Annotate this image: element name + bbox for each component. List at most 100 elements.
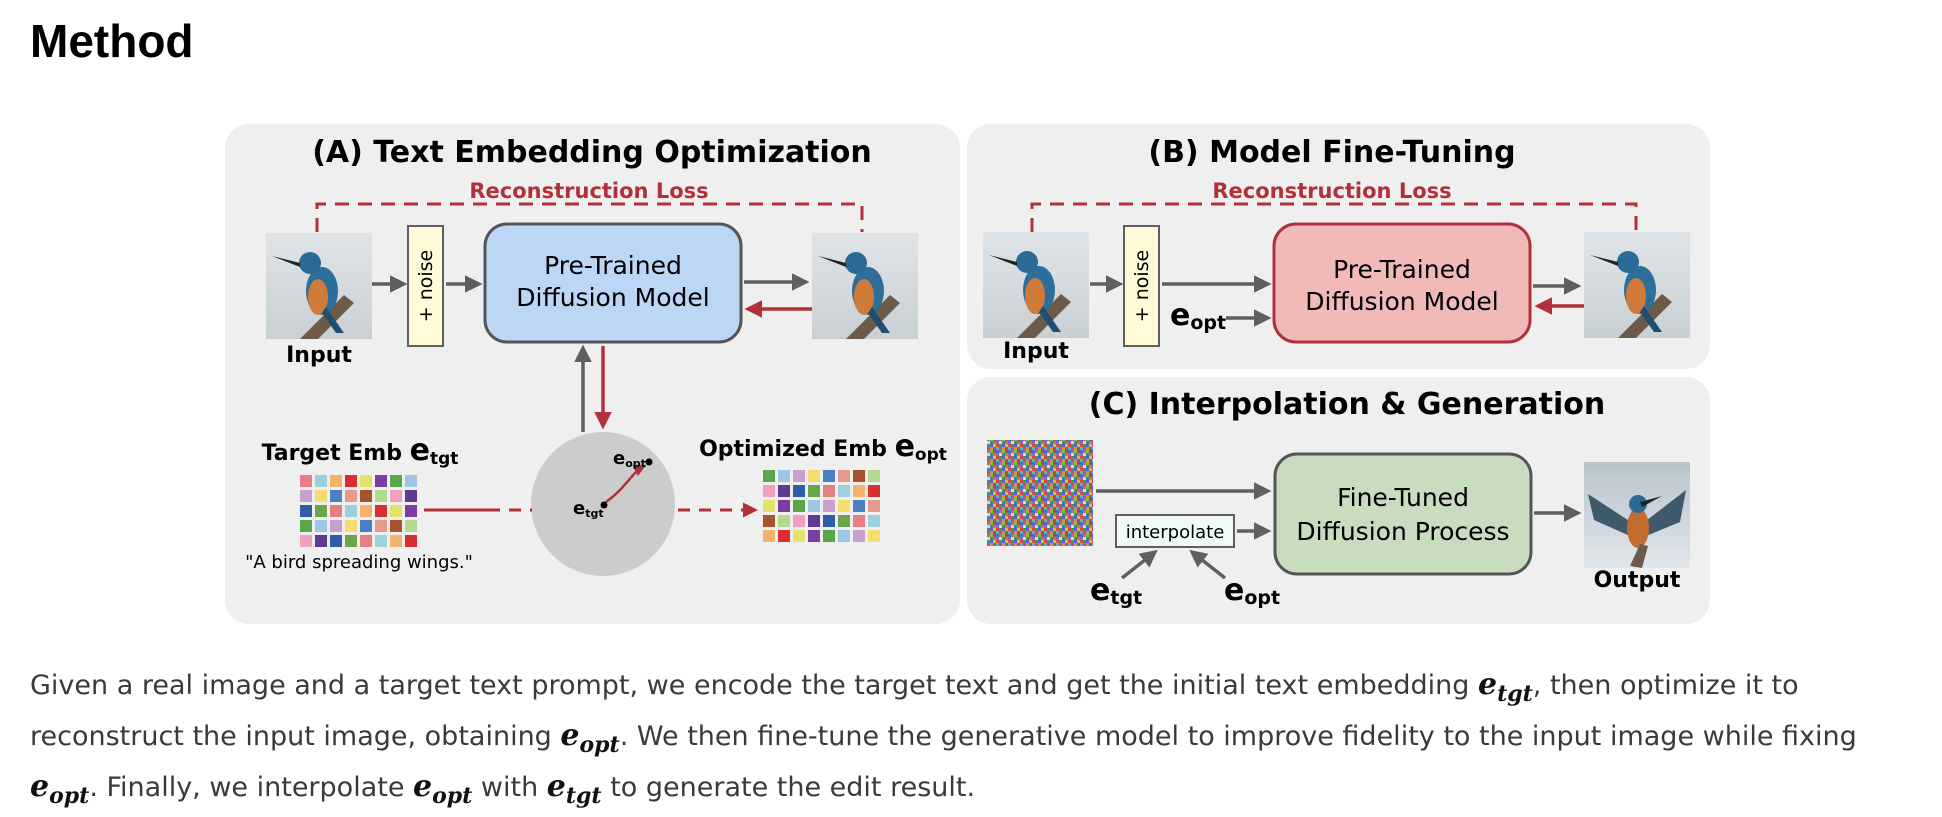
embedding-cell bbox=[330, 505, 342, 517]
embedding-cell bbox=[405, 490, 417, 502]
embedding-cell bbox=[375, 475, 387, 487]
embedding-cell bbox=[763, 470, 775, 482]
embedding-cell bbox=[360, 505, 372, 517]
panel-c-noise-image bbox=[987, 440, 1093, 546]
embedding-cell bbox=[405, 505, 417, 517]
caption-text-6: to generate the edit result. bbox=[601, 772, 976, 803]
embedding-cell bbox=[808, 500, 820, 512]
embedding-cell bbox=[330, 490, 342, 502]
embedding-cell bbox=[390, 535, 402, 547]
embedding-cell bbox=[330, 535, 342, 547]
embedding-cell bbox=[345, 505, 357, 517]
panel-a-noise-box bbox=[407, 225, 444, 347]
embedding-cell bbox=[375, 520, 387, 532]
panel-c-model-line2: Diffusion Process bbox=[1296, 517, 1509, 546]
panel-b-loss-label: Reconstruction Loss bbox=[1212, 179, 1451, 203]
embedding-cell bbox=[360, 520, 372, 532]
caption-text-3: . We then fine-tune the generative model… bbox=[619, 721, 1857, 752]
panel-b-title: (B) Model Fine-Tuning bbox=[1148, 135, 1515, 170]
embedding-cell bbox=[315, 475, 327, 487]
panel-c-output-label: Output bbox=[1594, 568, 1681, 593]
embedding-cell bbox=[823, 530, 835, 542]
panel-a-loss-line bbox=[315, 202, 864, 232]
panel-a-model-line2: Diffusion Model bbox=[516, 283, 709, 312]
embedding-cell bbox=[793, 530, 805, 542]
panel-a-noise-label: + noise bbox=[415, 250, 437, 323]
caption-e-opt-3: eopt bbox=[413, 769, 473, 809]
embedding-cell bbox=[763, 515, 775, 527]
embedding-cell bbox=[838, 515, 850, 527]
panel-a-point-e-tgt bbox=[600, 501, 608, 509]
caption-text-4: . Finally, we interpolate bbox=[89, 772, 414, 803]
panel-c-e-opt: eopt bbox=[1224, 573, 1280, 609]
embedding-cell bbox=[778, 485, 790, 497]
caption-e-tgt-1: etgt bbox=[1477, 667, 1533, 707]
panel-b-loss-line bbox=[1030, 202, 1638, 232]
panel-b-input-label: Input bbox=[1003, 339, 1069, 364]
embedding-cell bbox=[808, 530, 820, 542]
embedding-cell bbox=[838, 500, 850, 512]
panel-b-model-line2: Diffusion Model bbox=[1305, 287, 1498, 316]
embedding-cell bbox=[838, 470, 850, 482]
embedding-cell bbox=[823, 485, 835, 497]
panel-a-optimized-emb-label: Optimized Emb eopt bbox=[699, 429, 947, 465]
panel-a-input-image bbox=[266, 233, 372, 339]
caption-text-2: , then optimize it to reconstruct the in… bbox=[30, 670, 1799, 752]
panel-a-optimization-path bbox=[605, 464, 647, 504]
embedding-cell bbox=[300, 520, 312, 532]
embedding-cell bbox=[390, 490, 402, 502]
page-title: Method bbox=[30, 15, 194, 67]
embedding-cell bbox=[390, 505, 402, 517]
target-embedding-grid bbox=[300, 475, 417, 547]
embedding-cell bbox=[345, 520, 357, 532]
embedding-cell bbox=[330, 520, 342, 532]
embedding-cell bbox=[778, 470, 790, 482]
embedding-cell bbox=[793, 500, 805, 512]
panel-b-model-line1: Pre-Trained bbox=[1333, 255, 1471, 284]
panel-a-pretrained-model bbox=[483, 222, 743, 344]
embedding-cell bbox=[315, 490, 327, 502]
embedding-cell bbox=[763, 530, 775, 542]
panel-a-circle-e-opt: eopt bbox=[613, 448, 646, 470]
embedding-cell bbox=[793, 470, 805, 482]
panel-c-title: (C) Interpolation & Generation bbox=[1089, 387, 1605, 422]
embedding-cell bbox=[853, 515, 865, 527]
embedding-cell bbox=[390, 475, 402, 487]
embedding-cell bbox=[868, 530, 880, 542]
embedding-cell bbox=[823, 515, 835, 527]
panel-c-interpolate-label: interpolate bbox=[1126, 522, 1225, 543]
panel-c-model-line1: Fine-Tuned bbox=[1337, 483, 1469, 512]
embedding-cell bbox=[838, 530, 850, 542]
embedding-cell bbox=[793, 515, 805, 527]
embedding-cell bbox=[808, 470, 820, 482]
caption-e-opt-1: eopt bbox=[560, 718, 620, 758]
caption: Given a real image and a target text pro… bbox=[30, 664, 1920, 817]
panel-a-circle-e-tgt: etgt bbox=[573, 498, 604, 520]
embedding-cell bbox=[315, 520, 327, 532]
panel-c-output-image bbox=[1584, 462, 1690, 568]
embedding-cell bbox=[853, 470, 865, 482]
caption-text-5: with bbox=[472, 772, 547, 803]
method-diagram: (A) Text Embedding Optimization Reconstr… bbox=[225, 124, 1710, 624]
panel-c-finetuned-model bbox=[1273, 452, 1533, 576]
embedding-cell bbox=[853, 500, 865, 512]
embedding-cell bbox=[405, 535, 417, 547]
embedding-cell bbox=[853, 530, 865, 542]
embedding-cell bbox=[315, 505, 327, 517]
embedding-cell bbox=[345, 490, 357, 502]
panel-a-loss-label: Reconstruction Loss bbox=[469, 179, 708, 203]
optimized-embedding-grid bbox=[763, 470, 880, 542]
caption-text-1: Given a real image and a target text pro… bbox=[30, 670, 1478, 701]
caption-e-tgt-2: etgt bbox=[546, 769, 602, 809]
embedding-cell bbox=[345, 475, 357, 487]
embedding-cell bbox=[300, 490, 312, 502]
panel-a-target-emb-label: Target Emb etgt bbox=[262, 433, 459, 469]
embedding-cell bbox=[375, 505, 387, 517]
embedding-cell bbox=[763, 500, 775, 512]
caption-e-opt-2: eopt bbox=[30, 769, 90, 809]
embedding-cell bbox=[360, 535, 372, 547]
embedding-cell bbox=[778, 530, 790, 542]
embedding-cell bbox=[405, 475, 417, 487]
panel-c-arrow-eopt-interpolate bbox=[1189, 549, 1227, 580]
embedding-cell bbox=[778, 500, 790, 512]
